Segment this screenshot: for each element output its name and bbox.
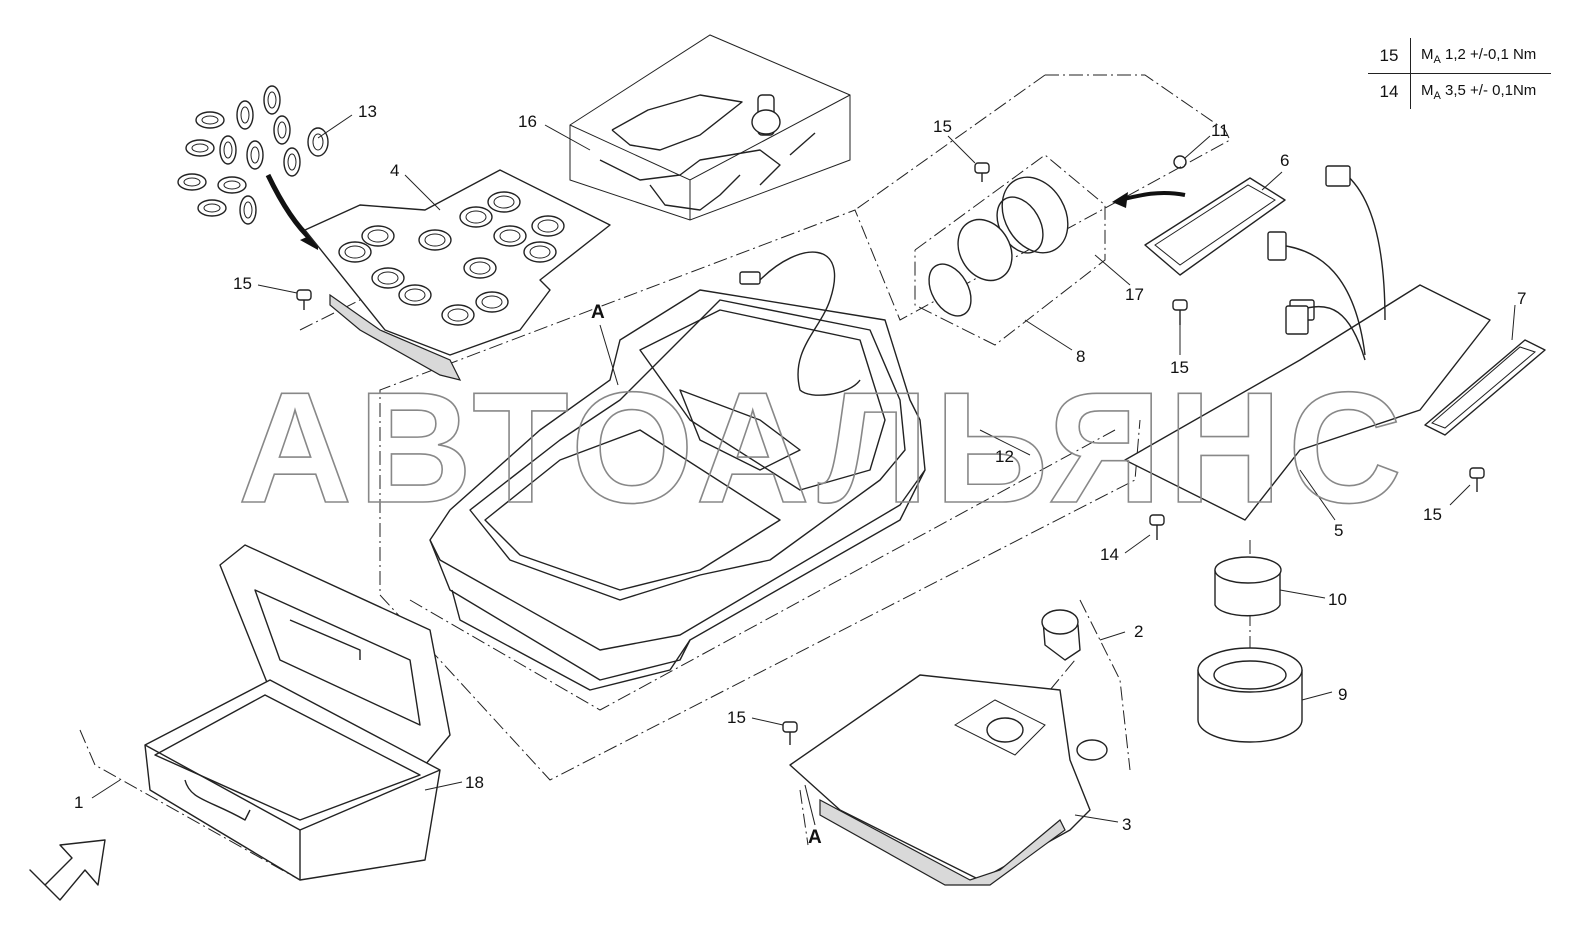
torque-part-number: 15 [1368,38,1411,74]
screw-icon [1469,467,1485,492]
watermark-text: АВТОАЛЬЯНС [238,360,1408,536]
view-marker-a-bottom: A [808,827,822,848]
part-6-gasket [1144,177,1286,276]
screw-icons [296,162,1485,745]
part-10-ring [1214,556,1282,617]
screw-icon [974,162,990,182]
torque-spec-table: 15 MA 1,2 +/-0,1 Nm 14 MA 3,5 +/- 0,1Nm [1368,38,1551,109]
callout-7: 7 [1517,289,1526,308]
callout-15a: 15 [233,274,252,293]
callout-1: 1 [74,793,83,812]
callout-6: 6 [1280,151,1289,170]
callout-4: 4 [390,161,399,180]
torque-value: MA 3,5 +/- 0,1Nm [1410,73,1551,109]
callout-13: 13 [358,102,377,121]
callout-17: 17 [1125,285,1144,304]
callout-16: 16 [518,112,537,131]
callout-11: 11 [1211,121,1229,140]
part-3-cover-plate [789,674,1091,886]
callout-15b: 15 [933,117,952,136]
part-7-gasket [1424,339,1546,436]
callout-labels: 1 2 3 4 5 6 7 8 9 10 11 12 13 14 15 15 1… [74,102,1526,848]
callout-3: 3 [1122,815,1131,834]
callout-15e: 15 [727,708,746,727]
part-12-housing [429,251,926,691]
part-4-keypad-plate [304,169,611,381]
assembly-guide-lines [79,74,1251,881]
callout-5: 5 [1334,521,1343,540]
callout-18: 18 [465,773,484,792]
part-13-o-rings [177,85,329,250]
callout-12: 12 [995,447,1014,466]
part-18-carry-case [144,544,451,881]
callout-14: 14 [1100,545,1119,564]
callout-15c: 15 [1170,358,1189,377]
callout-9: 9 [1338,685,1347,704]
callout-15d: 15 [1423,505,1442,524]
torque-part-number: 14 [1368,73,1411,109]
screw-icon [1149,514,1165,540]
torque-row: 14 MA 3,5 +/- 0,1Nm [1368,73,1551,109]
callout-10: 10 [1328,590,1347,609]
callout-8: 8 [1076,347,1085,366]
part-16-gasket-kit-box [569,34,851,221]
leader-lines [91,114,1516,826]
part-8-knob-assembly [928,155,1187,317]
screw-icon [782,721,798,745]
part-5-circuit-board [1124,165,1491,521]
torque-row: 15 MA 1,2 +/-0,1 Nm [1368,38,1551,74]
screw-icon [296,289,312,310]
torque-value: MA 1,2 +/-0,1 Nm [1421,45,1537,66]
part-2-push-button [1041,609,1108,761]
screw-icon [1172,299,1188,325]
orientation-arrow-icon [29,839,106,901]
callout-2: 2 [1134,622,1143,641]
part-9-nut [1197,647,1303,743]
view-marker-a-top: A [591,302,605,323]
